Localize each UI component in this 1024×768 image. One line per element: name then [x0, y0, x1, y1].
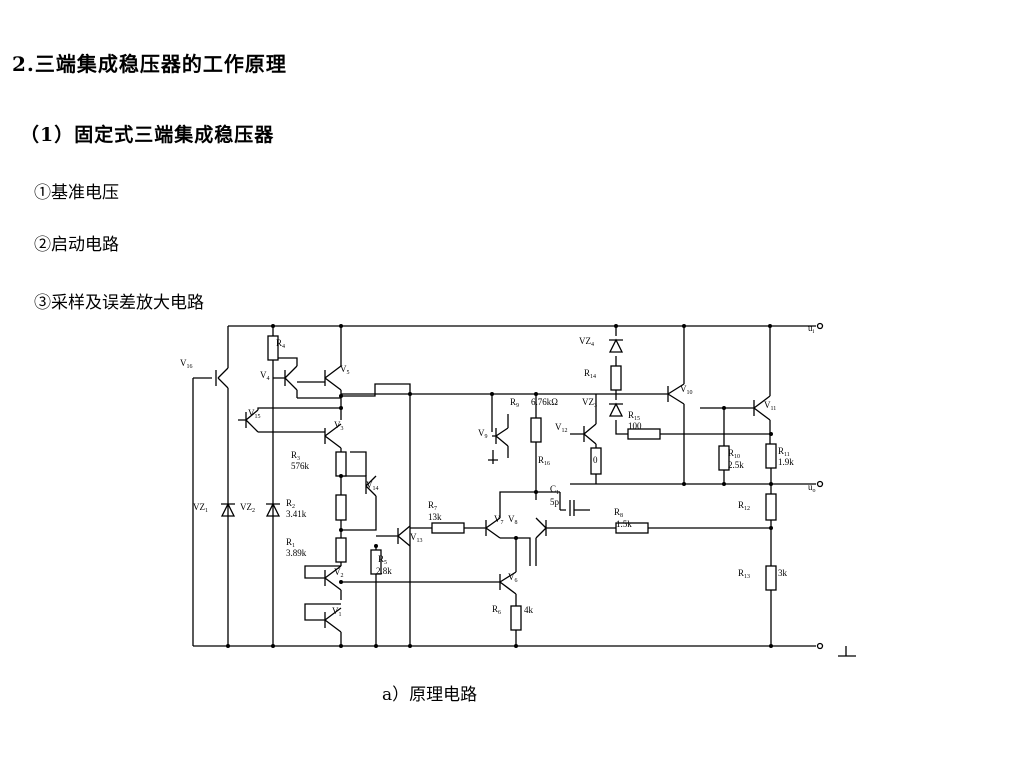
resistor-r16 [590, 447, 602, 475]
resistor-r4 [267, 335, 279, 361]
label-v13: V13 [410, 532, 423, 544]
label-v1: V1 [332, 606, 342, 618]
label-r3-value: 576k [291, 461, 310, 471]
label-r10-value: 2.5k [728, 460, 744, 470]
label-c1: C1 [550, 484, 559, 496]
label-v10: V10 [680, 384, 693, 396]
label-vz3: VZ3 [582, 397, 597, 409]
label-ui: ui [808, 323, 815, 335]
label-v16: V16 [180, 358, 193, 370]
resistor-r9 [530, 417, 542, 443]
label-r12: R12 [738, 500, 750, 512]
label-r1: R1 [286, 537, 295, 549]
label-v15: V15 [248, 408, 261, 420]
label-v14: V14 [366, 480, 379, 492]
label-r9-value: 6.76kΩ [531, 397, 558, 407]
resistor-r3 [335, 451, 347, 477]
label-r7: R7 [428, 500, 437, 512]
label-v7: V7 [494, 514, 504, 526]
label-v3: V3 [334, 420, 344, 432]
label-r4: R4 [276, 338, 285, 350]
label-r8: R8 [614, 507, 623, 519]
component-labels: ui uo V16 V4 V5 R4 V15 V3 R3 576k V14 R2… [180, 323, 816, 618]
label-c1-value: 5p [550, 497, 560, 507]
label-r11: R11 [778, 446, 790, 458]
label-v4: V4 [260, 370, 270, 382]
resistor-r8 [615, 522, 649, 534]
label-vz4: VZ4 [579, 336, 594, 348]
zener-vz2 [265, 502, 281, 517]
label-r16: R16 [538, 455, 550, 467]
junction-dots [226, 324, 773, 648]
label-r7-value: 13k [428, 512, 442, 522]
label-r15: R15 [628, 410, 640, 422]
label-r16-value: 0 [593, 455, 598, 465]
zener-vz1 [220, 502, 236, 517]
resistor-r5 [370, 549, 382, 575]
resistor-r12 [765, 493, 777, 521]
resistor-r7 [431, 522, 465, 534]
zener-vz3 [608, 402, 624, 417]
label-v9: V9 [478, 428, 488, 440]
item-sampling-error-amp: ③采样及误差放大电路 [34, 293, 204, 313]
components [220, 322, 824, 650]
subsection-title: （1）固定式三端集成稳压器 [20, 124, 275, 146]
resistor-r15 [627, 428, 661, 440]
label-uo: uo [808, 482, 816, 494]
resistor-r14 [610, 365, 622, 391]
resistor-r10 [718, 445, 730, 471]
resistor-r11 [765, 443, 777, 469]
zener-vz4 [608, 338, 624, 353]
label-vz1: VZ1 [193, 502, 208, 514]
label-r5: R5 [378, 554, 387, 566]
item-reference-voltage: ①基准电压 [34, 183, 119, 203]
label-r2-value: 3.41k [286, 509, 307, 519]
wires [192, 325, 856, 657]
terminal-ui [816, 322, 824, 330]
item-startup-circuit: ②启动电路 [34, 235, 119, 255]
label-r13: R13 [738, 568, 750, 580]
label-r14: R14 [584, 368, 596, 380]
resistor-r6 [510, 605, 522, 631]
label-v6: V6 [508, 572, 518, 584]
figure-caption: a）原理电路 [382, 685, 478, 705]
label-v11: V11 [764, 400, 776, 412]
label-r3: R3 [291, 450, 300, 462]
label-r11-value: 1.9k [778, 457, 794, 467]
label-v5: V5 [340, 364, 350, 376]
label-r9: R9 [510, 397, 519, 409]
label-r10: R10 [728, 448, 740, 460]
terminal-ground [816, 642, 824, 650]
section-title: 2.三端集成稳压器的工作原理 [12, 52, 287, 76]
label-r2: R2 [286, 498, 295, 510]
label-v2: V2 [334, 567, 344, 579]
label-r1-value: 3.89k [286, 548, 307, 558]
label-v12: V12 [555, 422, 568, 434]
label-r5-value: 2.8k [376, 566, 392, 576]
label-vz2: VZ2 [240, 502, 255, 514]
resistor-r1 [335, 537, 347, 563]
label-r8-value: 1.5k [616, 519, 632, 529]
label-r6-value: 4k [524, 605, 534, 615]
label-v8: V8 [508, 514, 518, 526]
label-r15-value: 100 [628, 421, 642, 431]
terminal-uo [816, 480, 824, 488]
resistor-r2 [335, 494, 347, 521]
resistor-r13 [765, 565, 777, 591]
label-r13-value: 3k [778, 568, 788, 578]
label-r6: R6 [492, 604, 501, 616]
